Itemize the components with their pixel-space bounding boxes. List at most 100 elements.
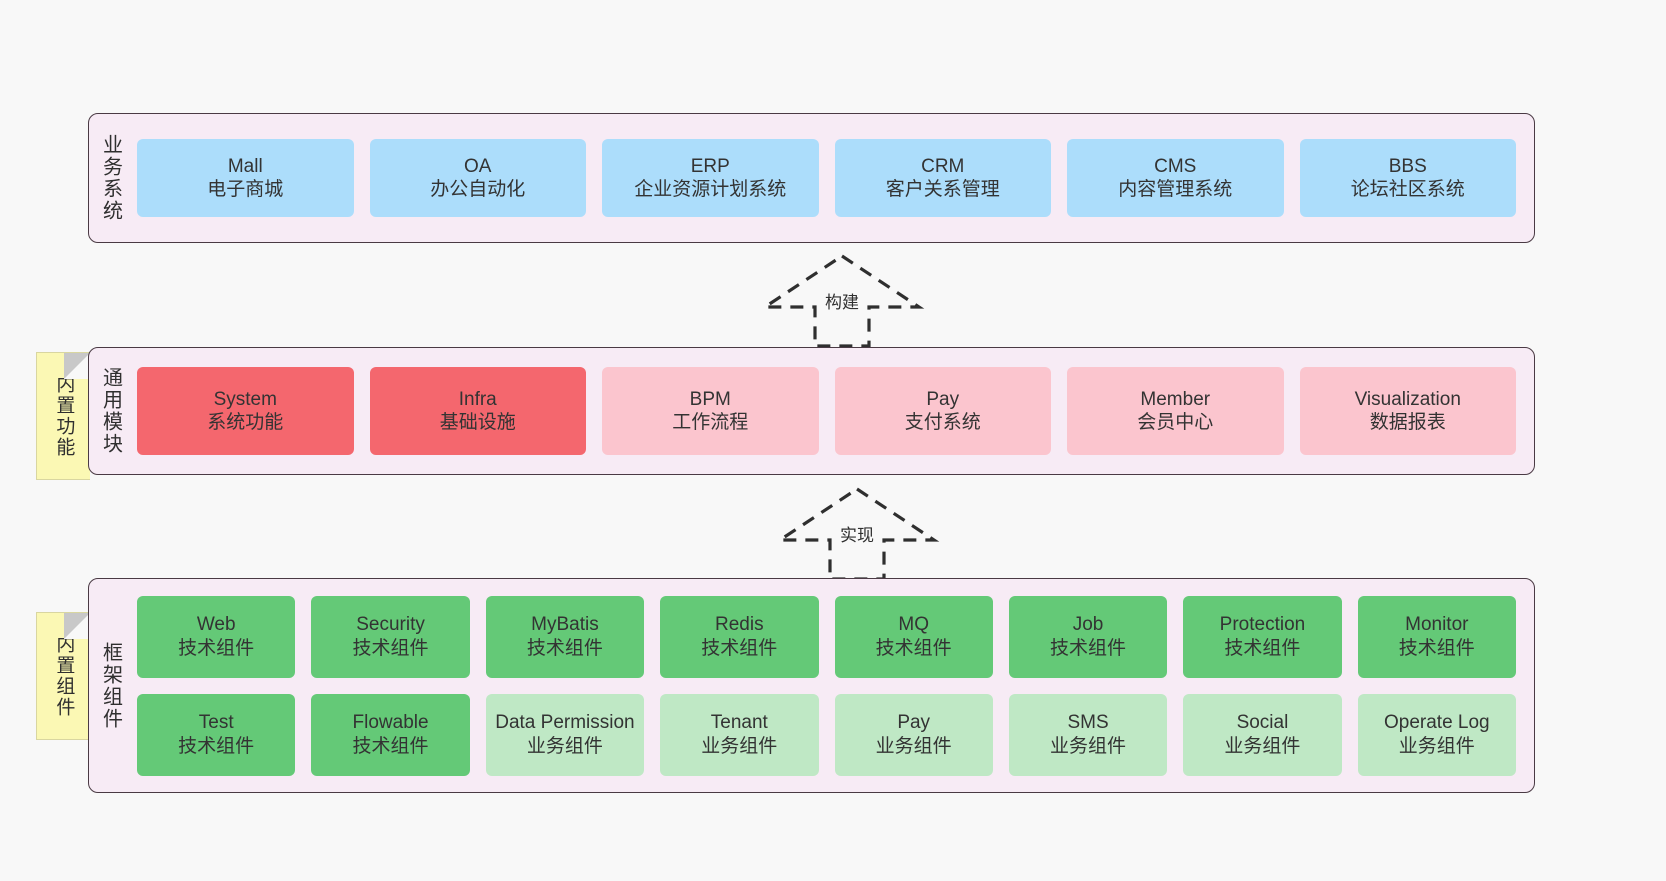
card-test-name: Test — [198, 712, 234, 734]
card-flowable[interactable]: Flowable 技术组件 — [311, 693, 470, 776]
card-bpm-name: BPM — [689, 388, 731, 410]
layer-framework-components: 框架组件 Web 技术组件 Security 技术组件 MyBatis 技术组件… — [88, 578, 1535, 793]
layer-common-modules-title: 通用模块 — [99, 367, 122, 455]
card-flowable-name: Flowable — [352, 712, 429, 734]
card-visualization[interactable]: Visualization 数据报表 — [1299, 367, 1516, 455]
card-pay-module-name: Pay — [926, 388, 960, 410]
card-oa-sub: 办公自动化 — [430, 179, 526, 200]
tag-builtin-components: 内置组件 — [36, 612, 90, 740]
card-crm[interactable]: CRM 客户关系管理 — [834, 139, 1051, 217]
card-erp[interactable]: ERP 企业资源计划系统 — [602, 139, 819, 217]
connector-build-label: 构建 — [822, 288, 862, 313]
card-monitor-name: Monitor — [1405, 614, 1469, 636]
card-mybatis-name: MyBatis — [531, 614, 599, 636]
card-mq[interactable]: MQ 技术组件 — [834, 595, 993, 678]
card-job-sub: 技术组件 — [1050, 637, 1127, 659]
card-erp-sub: 企业资源计划系统 — [634, 179, 787, 200]
card-protection-sub: 技术组件 — [1224, 637, 1301, 659]
card-infra[interactable]: Infra 基础设施 — [369, 367, 586, 455]
card-pay-component-sub: 业务组件 — [875, 735, 952, 757]
card-erp-name: ERP — [690, 155, 730, 177]
card-web[interactable]: Web 技术组件 — [137, 595, 296, 678]
framework-row-business: Test 技术组件 Flowable 技术组件 Data Permission … — [137, 693, 1516, 776]
card-tenant-name: Tenant — [710, 712, 768, 734]
card-infra-sub: 基础设施 — [439, 412, 516, 433]
layer-business-systems-title: 业务系统 — [99, 134, 122, 222]
card-protection[interactable]: Protection 技术组件 — [1183, 595, 1342, 678]
card-job-name: Job — [1072, 614, 1104, 636]
card-redis-sub: 技术组件 — [701, 637, 778, 659]
card-data-permission-sub: 业务组件 — [526, 735, 603, 757]
connector-implement: 实现 — [772, 483, 942, 581]
card-operate-log-name: Operate Log — [1383, 712, 1490, 734]
card-web-sub: 技术组件 — [178, 637, 255, 659]
card-protection-name: Protection — [1219, 614, 1306, 636]
layer-framework-components-cards: Web 技术组件 Security 技术组件 MyBatis 技术组件 Redi… — [131, 579, 1534, 792]
card-pay-module[interactable]: Pay 支付系统 — [834, 367, 1051, 455]
card-security-sub: 技术组件 — [352, 637, 429, 659]
card-mall[interactable]: Mall 电子商城 — [137, 139, 354, 217]
layer-common-modules: 通用模块 System 系统功能 Infra 基础设施 BPM 工作流程 Pay… — [88, 347, 1535, 475]
card-social-sub: 业务组件 — [1224, 735, 1301, 757]
card-operate-log-sub: 业务组件 — [1398, 735, 1475, 757]
tag-builtin-functions-label: 内置功能 — [53, 374, 75, 458]
card-crm-name: CRM — [921, 155, 965, 177]
card-member[interactable]: Member 会员中心 — [1067, 367, 1284, 455]
layer-common-modules-cards: System 系统功能 Infra 基础设施 BPM 工作流程 Pay 支付系统… — [131, 348, 1534, 474]
tag-builtin-components-label: 内置组件 — [53, 634, 75, 718]
card-visualization-name: Visualization — [1354, 388, 1461, 410]
card-redis[interactable]: Redis 技术组件 — [660, 595, 819, 678]
card-bpm[interactable]: BPM 工作流程 — [602, 367, 819, 455]
card-operate-log[interactable]: Operate Log 业务组件 — [1357, 693, 1516, 776]
card-member-name: Member — [1140, 388, 1211, 410]
card-cms[interactable]: CMS 内容管理系统 — [1067, 139, 1284, 217]
card-pay-component-name: Pay — [897, 712, 931, 734]
card-tenant-sub: 业务组件 — [701, 735, 778, 757]
card-mall-name: Mall — [227, 155, 263, 177]
card-member-sub: 会员中心 — [1137, 412, 1214, 433]
card-infra-name: Infra — [458, 388, 497, 410]
card-monitor-sub: 技术组件 — [1398, 637, 1475, 659]
connector-build-arrow-icon — [759, 254, 925, 348]
card-security-name: Security — [356, 614, 425, 636]
card-bbs-name: BBS — [1388, 155, 1427, 177]
tag-builtin-functions: 内置功能 — [36, 352, 90, 480]
card-tenant[interactable]: Tenant 业务组件 — [660, 693, 819, 776]
card-flowable-sub: 技术组件 — [352, 735, 429, 757]
card-cms-sub: 内容管理系统 — [1118, 179, 1233, 200]
card-pay-component[interactable]: Pay 业务组件 — [834, 693, 993, 776]
layer-business-systems-cards: Mall 电子商城 OA 办公自动化 ERP 企业资源计划系统 CRM 客户关系… — [131, 114, 1534, 242]
card-sms-name: SMS — [1067, 712, 1109, 734]
card-social[interactable]: Social 业务组件 — [1183, 693, 1342, 776]
card-data-permission[interactable]: Data Permission 业务组件 — [485, 693, 645, 776]
card-oa-name: OA — [464, 155, 492, 177]
card-web-name: Web — [196, 614, 236, 636]
layer-business-systems: 业务系统 Mall 电子商城 OA 办公自动化 ERP 企业资源计划系统 CRM… — [88, 113, 1535, 243]
card-mq-sub: 技术组件 — [875, 637, 952, 659]
card-mq-name: MQ — [898, 614, 929, 636]
card-social-name: Social — [1236, 712, 1289, 734]
card-sms-sub: 业务组件 — [1050, 735, 1127, 757]
card-sms[interactable]: SMS 业务组件 — [1008, 693, 1168, 776]
card-crm-sub: 客户关系管理 — [885, 179, 1000, 200]
card-mybatis[interactable]: MyBatis 技术组件 — [485, 595, 645, 678]
card-redis-name: Redis — [715, 614, 764, 636]
framework-row-technical: Web 技术组件 Security 技术组件 MyBatis 技术组件 Redi… — [137, 595, 1516, 678]
card-system[interactable]: System 系统功能 — [137, 367, 354, 455]
card-test[interactable]: Test 技术组件 — [137, 693, 296, 776]
card-monitor[interactable]: Monitor 技术组件 — [1357, 595, 1516, 678]
card-pay-module-sub: 支付系统 — [904, 412, 981, 433]
card-bpm-sub: 工作流程 — [672, 412, 749, 433]
card-oa[interactable]: OA 办公自动化 — [369, 139, 586, 217]
layer-framework-components-title: 框架组件 — [99, 641, 122, 730]
card-mybatis-sub: 技术组件 — [526, 637, 603, 659]
connector-implement-label: 实现 — [837, 521, 877, 546]
card-job[interactable]: Job 技术组件 — [1008, 595, 1168, 678]
card-mall-sub: 电子商城 — [207, 179, 284, 200]
card-system-name: System — [213, 388, 277, 410]
card-bbs[interactable]: BBS 论坛社区系统 — [1299, 139, 1516, 217]
card-visualization-sub: 数据报表 — [1369, 412, 1446, 433]
connector-build: 构建 — [757, 250, 927, 348]
card-security[interactable]: Security 技术组件 — [311, 595, 470, 678]
card-system-sub: 系统功能 — [207, 412, 284, 433]
